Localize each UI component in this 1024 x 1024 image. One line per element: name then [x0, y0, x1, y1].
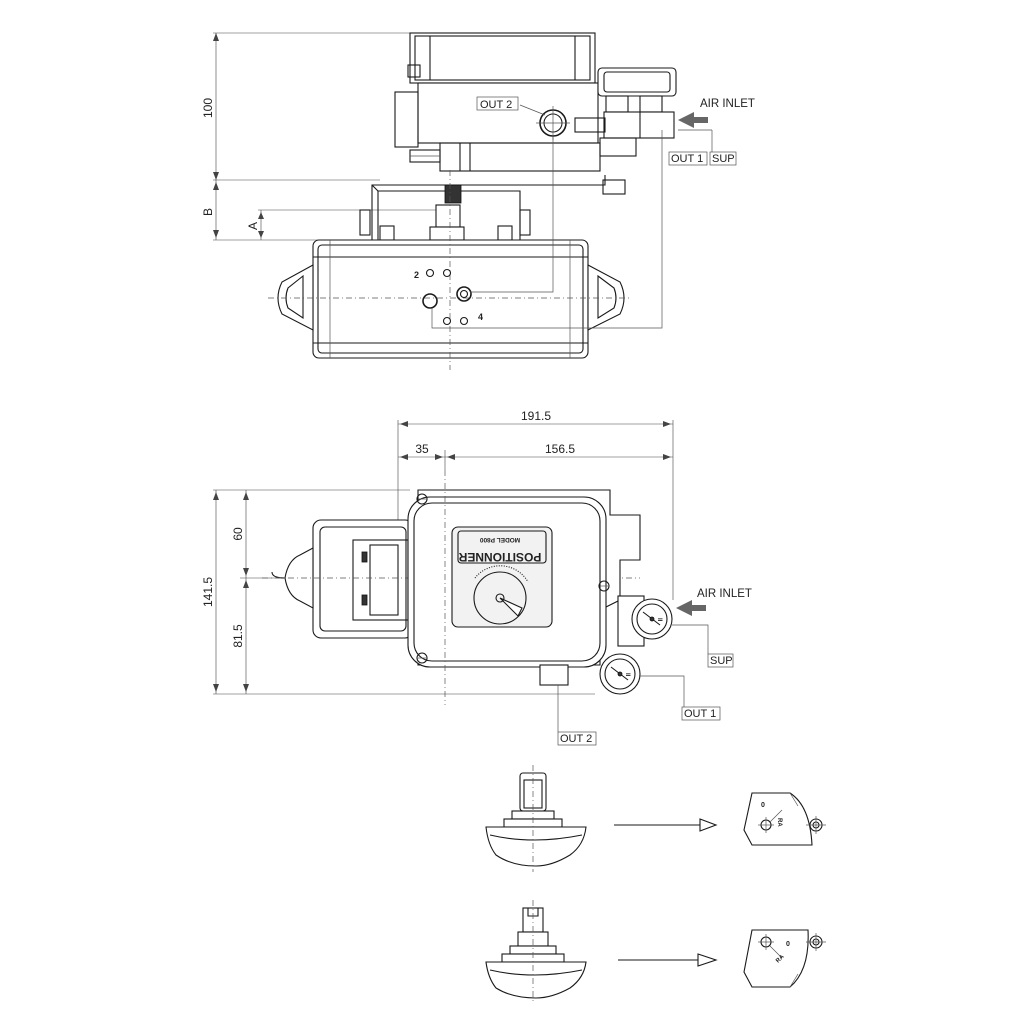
dimension-35: 35 — [415, 442, 429, 456]
air-fitting-block — [603, 111, 675, 139]
actuator-right-endcap — [587, 264, 625, 331]
side-out2-label: OUT 2 — [560, 733, 592, 745]
out2-label: OUT 2 — [480, 99, 512, 111]
shaft-detail-upper: 0 RA — [485, 765, 826, 872]
screw-icon — [416, 493, 428, 505]
side-sup-label: SUP — [710, 655, 733, 667]
top-plan-view: 191.5 35 156.5 141.5 60 81.5 — [201, 409, 752, 746]
dimension-60: 60 — [231, 527, 245, 541]
shaft-coupling — [444, 184, 462, 204]
port-4-label: 4 — [478, 312, 483, 322]
actuator-body — [312, 239, 589, 359]
front-elevation-view: 100 B A OUT 2 — [201, 32, 755, 370]
dimension-a: A — [246, 222, 260, 230]
cam-upper-mode: RA — [776, 818, 782, 827]
cam-lower-mode: RA — [775, 954, 786, 965]
cam-lower — [743, 929, 809, 988]
nameplate-title: POSITIONNER — [458, 550, 541, 564]
out1-label: OUT 1 — [671, 153, 703, 165]
left-boss — [394, 91, 419, 148]
nameplate-model: MODEL P800 — [479, 536, 520, 543]
side-air-inlet-label: AIR INLET — [697, 588, 752, 600]
air-inlet-label: AIR INLET — [700, 98, 755, 110]
side-out1-label: OUT 1 — [684, 708, 716, 720]
actuator-left-endcap — [277, 264, 314, 331]
actuator-side-endcap — [284, 547, 314, 609]
positioner-cover — [409, 32, 596, 84]
dimension-b: B — [201, 208, 215, 216]
cam-upper-zero: 0 — [761, 802, 765, 809]
side-air-inlet-arrow-icon — [676, 600, 706, 616]
port-2-label: 2 — [414, 270, 419, 280]
svg-text:II: II — [624, 673, 630, 677]
dimension-81-5: 81.5 — [231, 624, 245, 648]
detail-arrow-lower-icon — [697, 953, 718, 967]
dimension-191-5: 191.5 — [521, 409, 551, 423]
cam-upper — [743, 792, 813, 846]
position-indicator-dial — [473, 571, 527, 625]
dimension-100: 100 — [201, 98, 215, 118]
nameplate-window — [451, 526, 553, 628]
dimension-156-5: 156.5 — [545, 442, 575, 456]
detail-arrow-icon — [699, 818, 718, 832]
shaft-detail-lower: 0 RA — [485, 900, 826, 1004]
cam-lower-zero: 0 — [786, 941, 790, 948]
sup-label: SUP — [712, 153, 735, 165]
dimension-141-5: 141.5 — [201, 577, 215, 607]
air-inlet-arrow-icon — [678, 112, 708, 128]
out2-fitting — [539, 664, 569, 686]
mounting-bracket — [371, 175, 606, 240]
gauge-block — [597, 67, 677, 97]
svg-text:II: II — [656, 618, 662, 622]
positioner-body — [417, 82, 599, 144]
